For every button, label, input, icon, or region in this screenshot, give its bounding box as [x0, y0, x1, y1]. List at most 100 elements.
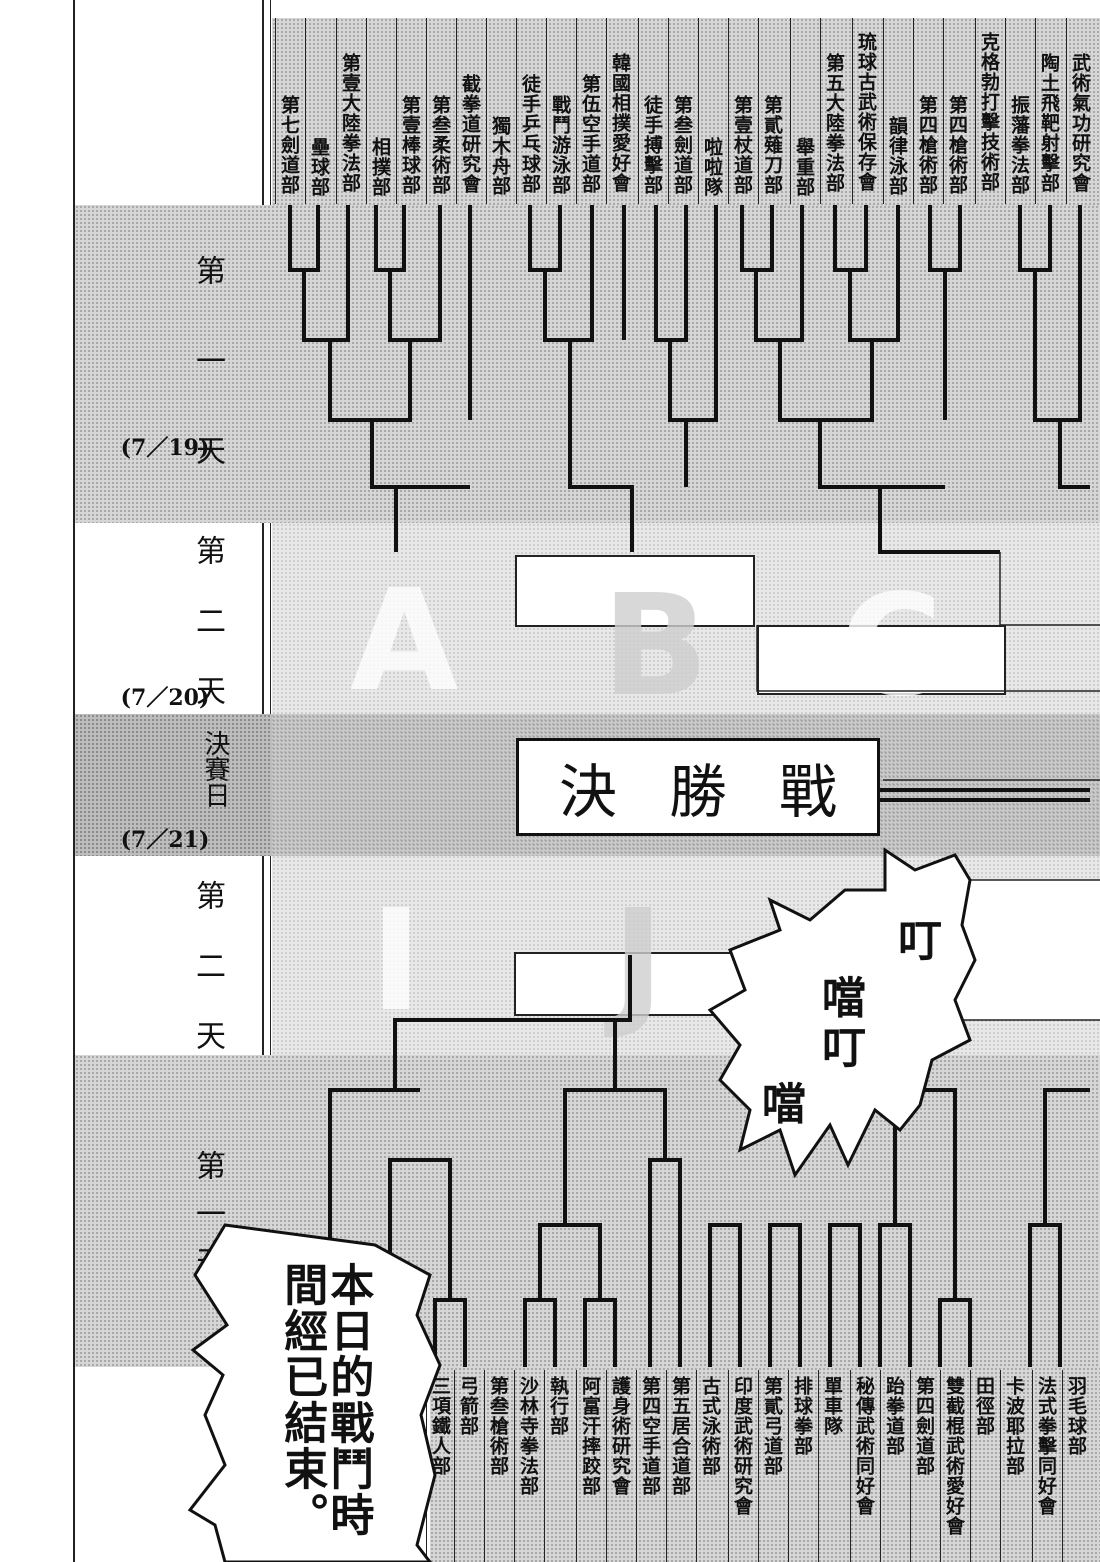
team-name: 第五大陸拳法部 [823, 53, 845, 193]
team-column [456, 18, 457, 204]
block-frame-b [515, 555, 755, 627]
day-label: 第一天 [190, 255, 225, 525]
team-column [576, 1370, 577, 1562]
team-column [850, 1370, 851, 1562]
bracket-line [538, 1223, 602, 1300]
team-name: 韓國相撲愛好會 [609, 53, 631, 193]
team-name: 卡波耶拉部 [1003, 1376, 1025, 1476]
team-name: 第四劍道部 [913, 1376, 935, 1476]
bracket-line [302, 205, 350, 342]
team-column [336, 18, 337, 204]
bracket-shade-top [272, 18, 1100, 205]
team-name: 第七劍道部 [278, 95, 300, 195]
team-name: 徒手搏擊部 [641, 95, 663, 195]
bracket-line [1043, 1088, 1090, 1225]
team-column [666, 1370, 667, 1562]
team-column [606, 1370, 607, 1562]
team-column [1066, 18, 1067, 204]
team-column [943, 18, 944, 204]
sfx-ding-1: 叮 [898, 916, 942, 967]
team-column [544, 1370, 545, 1562]
bracket-line [928, 205, 962, 272]
team-column [758, 1370, 759, 1562]
bracket-line [648, 1158, 682, 1367]
team-column [696, 1370, 697, 1562]
sfx-dong-1: 噹 [822, 973, 866, 1024]
team-column [606, 18, 607, 204]
bracket-line [938, 1298, 972, 1367]
bracket-line [393, 955, 632, 1090]
team-column [516, 18, 517, 204]
team-name: 第叁劍道部 [671, 95, 693, 195]
burst-shape [707, 847, 977, 1179]
final-match-box: 決 勝 戰 [516, 738, 880, 836]
block-letter-c: C [840, 565, 943, 728]
team-name: 秘傳武術同好會 [853, 1376, 875, 1516]
bracket-line [528, 205, 562, 272]
team-column [790, 18, 791, 204]
bracket-line [848, 205, 900, 342]
bracket-line [740, 205, 774, 272]
team-column [1035, 18, 1036, 204]
bracket-line [1028, 1223, 1062, 1367]
bracket-line [833, 205, 868, 272]
team-column [820, 18, 821, 204]
speech-bubble [187, 1223, 442, 1562]
team-name: 壘球部 [308, 137, 330, 197]
team-name: 古式泳術部 [699, 1376, 721, 1476]
bracket-line [754, 205, 804, 342]
team-column [576, 18, 577, 204]
block-letter-j: J [612, 880, 665, 1043]
team-column [698, 18, 699, 204]
team-column [880, 1370, 881, 1562]
team-name: 第五居合道部 [669, 1376, 691, 1496]
block-frame-c [757, 625, 1006, 695]
team-name: 振藩拳法部 [1008, 95, 1030, 195]
bracket-line [388, 205, 442, 342]
team-name: 韻律泳部 [886, 116, 908, 196]
day-date: (7／20) [120, 685, 210, 711]
team-column [636, 1370, 637, 1562]
team-column [970, 1370, 971, 1562]
day-label: 決賽日 [200, 730, 230, 808]
bracket-line [543, 205, 594, 342]
team-column [818, 1370, 819, 1562]
team-name: 護身術研究會 [609, 1376, 631, 1496]
team-column [638, 18, 639, 204]
block-letter-a: A [350, 560, 459, 723]
team-column [546, 18, 547, 204]
team-name: 第壹棒球部 [399, 95, 421, 195]
team-column [883, 18, 884, 204]
team-name: 舉重部 [793, 137, 815, 197]
team-name: 徒手乒乓球部 [519, 74, 541, 194]
bracket-line [370, 420, 470, 489]
bracket-line [708, 1223, 742, 1367]
day-label: 第二天 [190, 535, 225, 745]
team-name: 第貳薙刀部 [761, 95, 783, 195]
bubble-shape [187, 1223, 442, 1562]
bracket-line [1018, 205, 1052, 272]
team-column [975, 18, 976, 204]
bracket-line [818, 420, 945, 489]
team-name: 阿富汗摔跤部 [579, 1376, 601, 1496]
team-column [758, 18, 759, 204]
bracket-line [523, 1298, 557, 1367]
team-column [910, 1370, 911, 1562]
team-name: 執行部 [547, 1376, 569, 1436]
day-label: 第二天 [190, 880, 225, 1090]
team-name: 排球拳部 [791, 1376, 813, 1456]
block-letter-i: I [370, 880, 423, 1043]
team-name: 第叁槍術部 [487, 1376, 509, 1476]
team-column [1032, 1370, 1033, 1562]
team-column [486, 18, 487, 204]
block-letter-b: B [602, 565, 709, 728]
bracket-line [374, 205, 406, 272]
team-name: 法式拳擊同好會 [1035, 1376, 1057, 1516]
team-name: 弓箭部 [457, 1376, 479, 1436]
bracket-line [1033, 205, 1082, 422]
bracket-line [1058, 420, 1090, 489]
bracket-line [654, 205, 688, 342]
team-name: 克格勃打擊技術部 [978, 32, 1000, 192]
team-column [396, 18, 397, 204]
